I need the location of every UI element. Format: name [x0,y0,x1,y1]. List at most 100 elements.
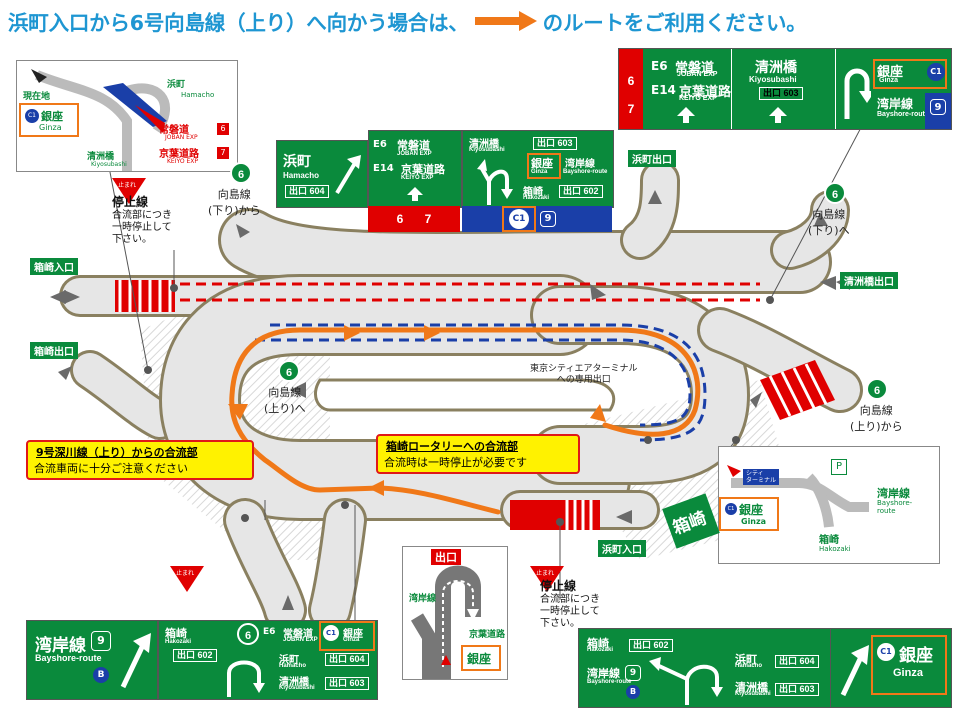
stop-line-note-2: 停止線合流部につき 一時停止して 下さい。 [540,580,600,630]
tomare-sign-icon-3 [170,566,204,592]
inset-topleft-roads [31,69,170,171]
inset-kiyosubashi-en: Kiyosubashi [91,161,127,168]
inset-right-wangan-en: Bayshore- route [877,499,913,515]
br-routeB-icon: B [626,685,640,699]
strip-joban-label: 常磐道 [675,61,715,76]
bl-hamacho-label: 浜町 [279,655,299,666]
board-exit-604: 出口 604 [285,185,329,198]
loc-mukojima-up-from: 向島線 (上り)から [850,404,903,433]
board-e14-code: E14 [373,163,394,174]
inset-ginza-en: Ginza [39,123,62,132]
board-split-arrow-icon [477,159,513,205]
sign-hamacho-board: 浜町 Hamacho 出口 604 [276,140,368,208]
strip-exit-603: 出口 603 [759,87,803,100]
br-wangan-label: 湾岸線 [587,667,620,680]
callout-rotary-title: 箱崎ロータリーへの合流部 [384,438,572,454]
strip-wangan-en: Bayshore-route [877,111,929,118]
board-hakozaki-en: Hakozaki [523,195,550,201]
stop2-title: 停止線 [540,579,577,593]
inset-right-map: シティ ターミナル P C1 銀座 Ginza 湾岸線 Bayshore- ro… [718,446,940,564]
br-hakozaki-en: Hakozaki [587,647,614,653]
bl-kiyosubashi-en: Kiyosubashi [279,685,315,691]
tomare-label-2: 止まれ [536,570,555,577]
current-location-label: 現在地 [23,92,51,102]
inset-route6-icon: 6 [217,123,229,135]
bl-exit-602: 出口 602 [173,649,217,662]
callout-fukagawa: 9号深川線（上り）からの合流部 合流車両に十分ご注意ください [26,440,254,480]
board-keiyo-label: 京葉道路 [401,163,445,176]
board-ginza-highlight [527,153,561,179]
inset-topleft-map: 現在地 浜町 Hamacho C1 銀座 Ginza 常磐道 JOBAN EXP… [16,60,238,172]
br-exit-604: 出口 604 [775,655,819,668]
loc-hakozaki-out: 箱崎出口 [30,342,78,359]
strip-ginza-label: 銀座 [877,65,904,80]
inset-center-keiyo: 京葉道路 [469,630,506,640]
orange-arrow-icon [474,11,537,31]
bl-routeB-icon: B [93,667,109,683]
stop-line-note-1: 停止線合流部につき 一時停止して 下さい。 [112,196,172,246]
board-route7-icon: 7 [418,209,438,229]
inset-center-roads [410,565,481,679]
board-wangan-label: 湾岸線 [565,159,595,170]
board-blue-strip: C1 9 [462,206,612,232]
top-right-sign-strip: 6 7 E6 常磐道 JOBAN EXP E14 京葉道路 KEIYO EXP … [618,48,952,130]
strip-route6-icon: 6 [621,71,641,91]
callout-fukagawa-body: 合流車両に十分ご注意ください [34,462,188,475]
br-diag-arrow-icon [840,645,869,697]
inset-right-parking: P [831,459,847,475]
bl-route9-icon: 9 [91,631,111,651]
board-exit-603: 出口 603 [533,137,577,150]
board-kiyosubashi-en: Kiyosubashi [469,147,505,153]
br-kiyosubashi-label: 清洲橋 [735,681,768,694]
bl-ginza-en: Ginza [343,637,360,643]
br-hakozaki-label: 箱崎 [587,637,609,650]
inset-joban-label: 常磐道 [159,125,189,136]
inset-right-c1-icon: C1 [725,503,737,515]
strip-wangan-label: 湾岸線 [877,97,914,111]
br-ginza-label: 銀座 [899,646,933,666]
route6-badge-down-to: 6 [824,182,846,204]
board-c1-icon: C1 [509,209,529,229]
bl-e6-code: E6 [263,627,276,637]
board-route6-icon: 6 [390,209,410,229]
inset-right-hakozaki: 箱崎 [819,535,839,546]
loc-mukojima-up-to: 向島線 (上り)へ [264,386,306,415]
strip-keiyo-en: KEIYO EXP [679,95,717,102]
sign-ginza-board: 清洲橋 Kiyosubashi 出口 603 銀座 Ginza 湾岸線 Bays… [462,130,614,208]
br-route9-icon: 9 [625,665,641,681]
inset-route7-icon: 7 [217,147,229,159]
inset-hamacho-label: 浜町 [167,80,186,90]
board-joban-label: 常磐道 [397,139,430,152]
sign-joban-board: E6 常磐道 JOBAN EXP E14 京葉道路 KEIYO EXP [368,130,462,208]
inset-center-wangan: 湾岸線 [409,594,437,604]
strip-uturn-arrow-icon [844,68,871,119]
br-ginza-en: Ginza [893,667,923,679]
bl-joban-en: JOBAN EXP [283,637,318,643]
bl-diag-arrow-icon [120,633,151,689]
sign-br-left: 箱崎 Hakozaki 出口 602 湾岸線 Bayshore-route 9 … [578,628,832,708]
bl-kiyosubashi-label: 清洲橋 [279,677,309,688]
board-hakozaki-label: 箱崎 [523,187,543,198]
bl-ginza-highlight [319,621,375,651]
stop2-body: 合流部につき 一時停止して 下さい。 [540,594,600,629]
br-hamacho-label: 浜町 [735,653,757,666]
loc-mukojima-down-from: 向島線 (下り)から [208,188,261,217]
inset-keiyo-label: 京葉道路 [159,149,199,160]
strip-joban-en: JOBAN EXP [677,71,718,78]
callout-fukagawa-title: 9号深川線（上り）からの合流部 [34,444,246,460]
loc-kiyosubashi-exit: 清洲橋出口 [840,272,898,289]
c1-icon: C1 [25,109,39,123]
br-exit-602: 出口 602 [629,639,673,652]
inset-hamacho-en: Hamacho [181,91,215,99]
strip-route7-icon: 7 [621,99,641,119]
board-ginza-en: Ginza [531,169,548,175]
br-exit-603: 出口 603 [775,683,819,696]
hakozaki-big-label: 箱崎 [670,508,710,539]
inset-right-roads [727,465,869,528]
route6-badge-down-from: 6 [230,162,252,184]
strip-e6-code: E6 [651,59,668,73]
bl-hamacho-en: Hamacho [279,663,307,669]
inset-right-ginza-hl: C1 銀座 Ginza [719,497,779,531]
loc-airterminal-exit: 東京シティエアターミナル への専用出口 [530,364,638,385]
